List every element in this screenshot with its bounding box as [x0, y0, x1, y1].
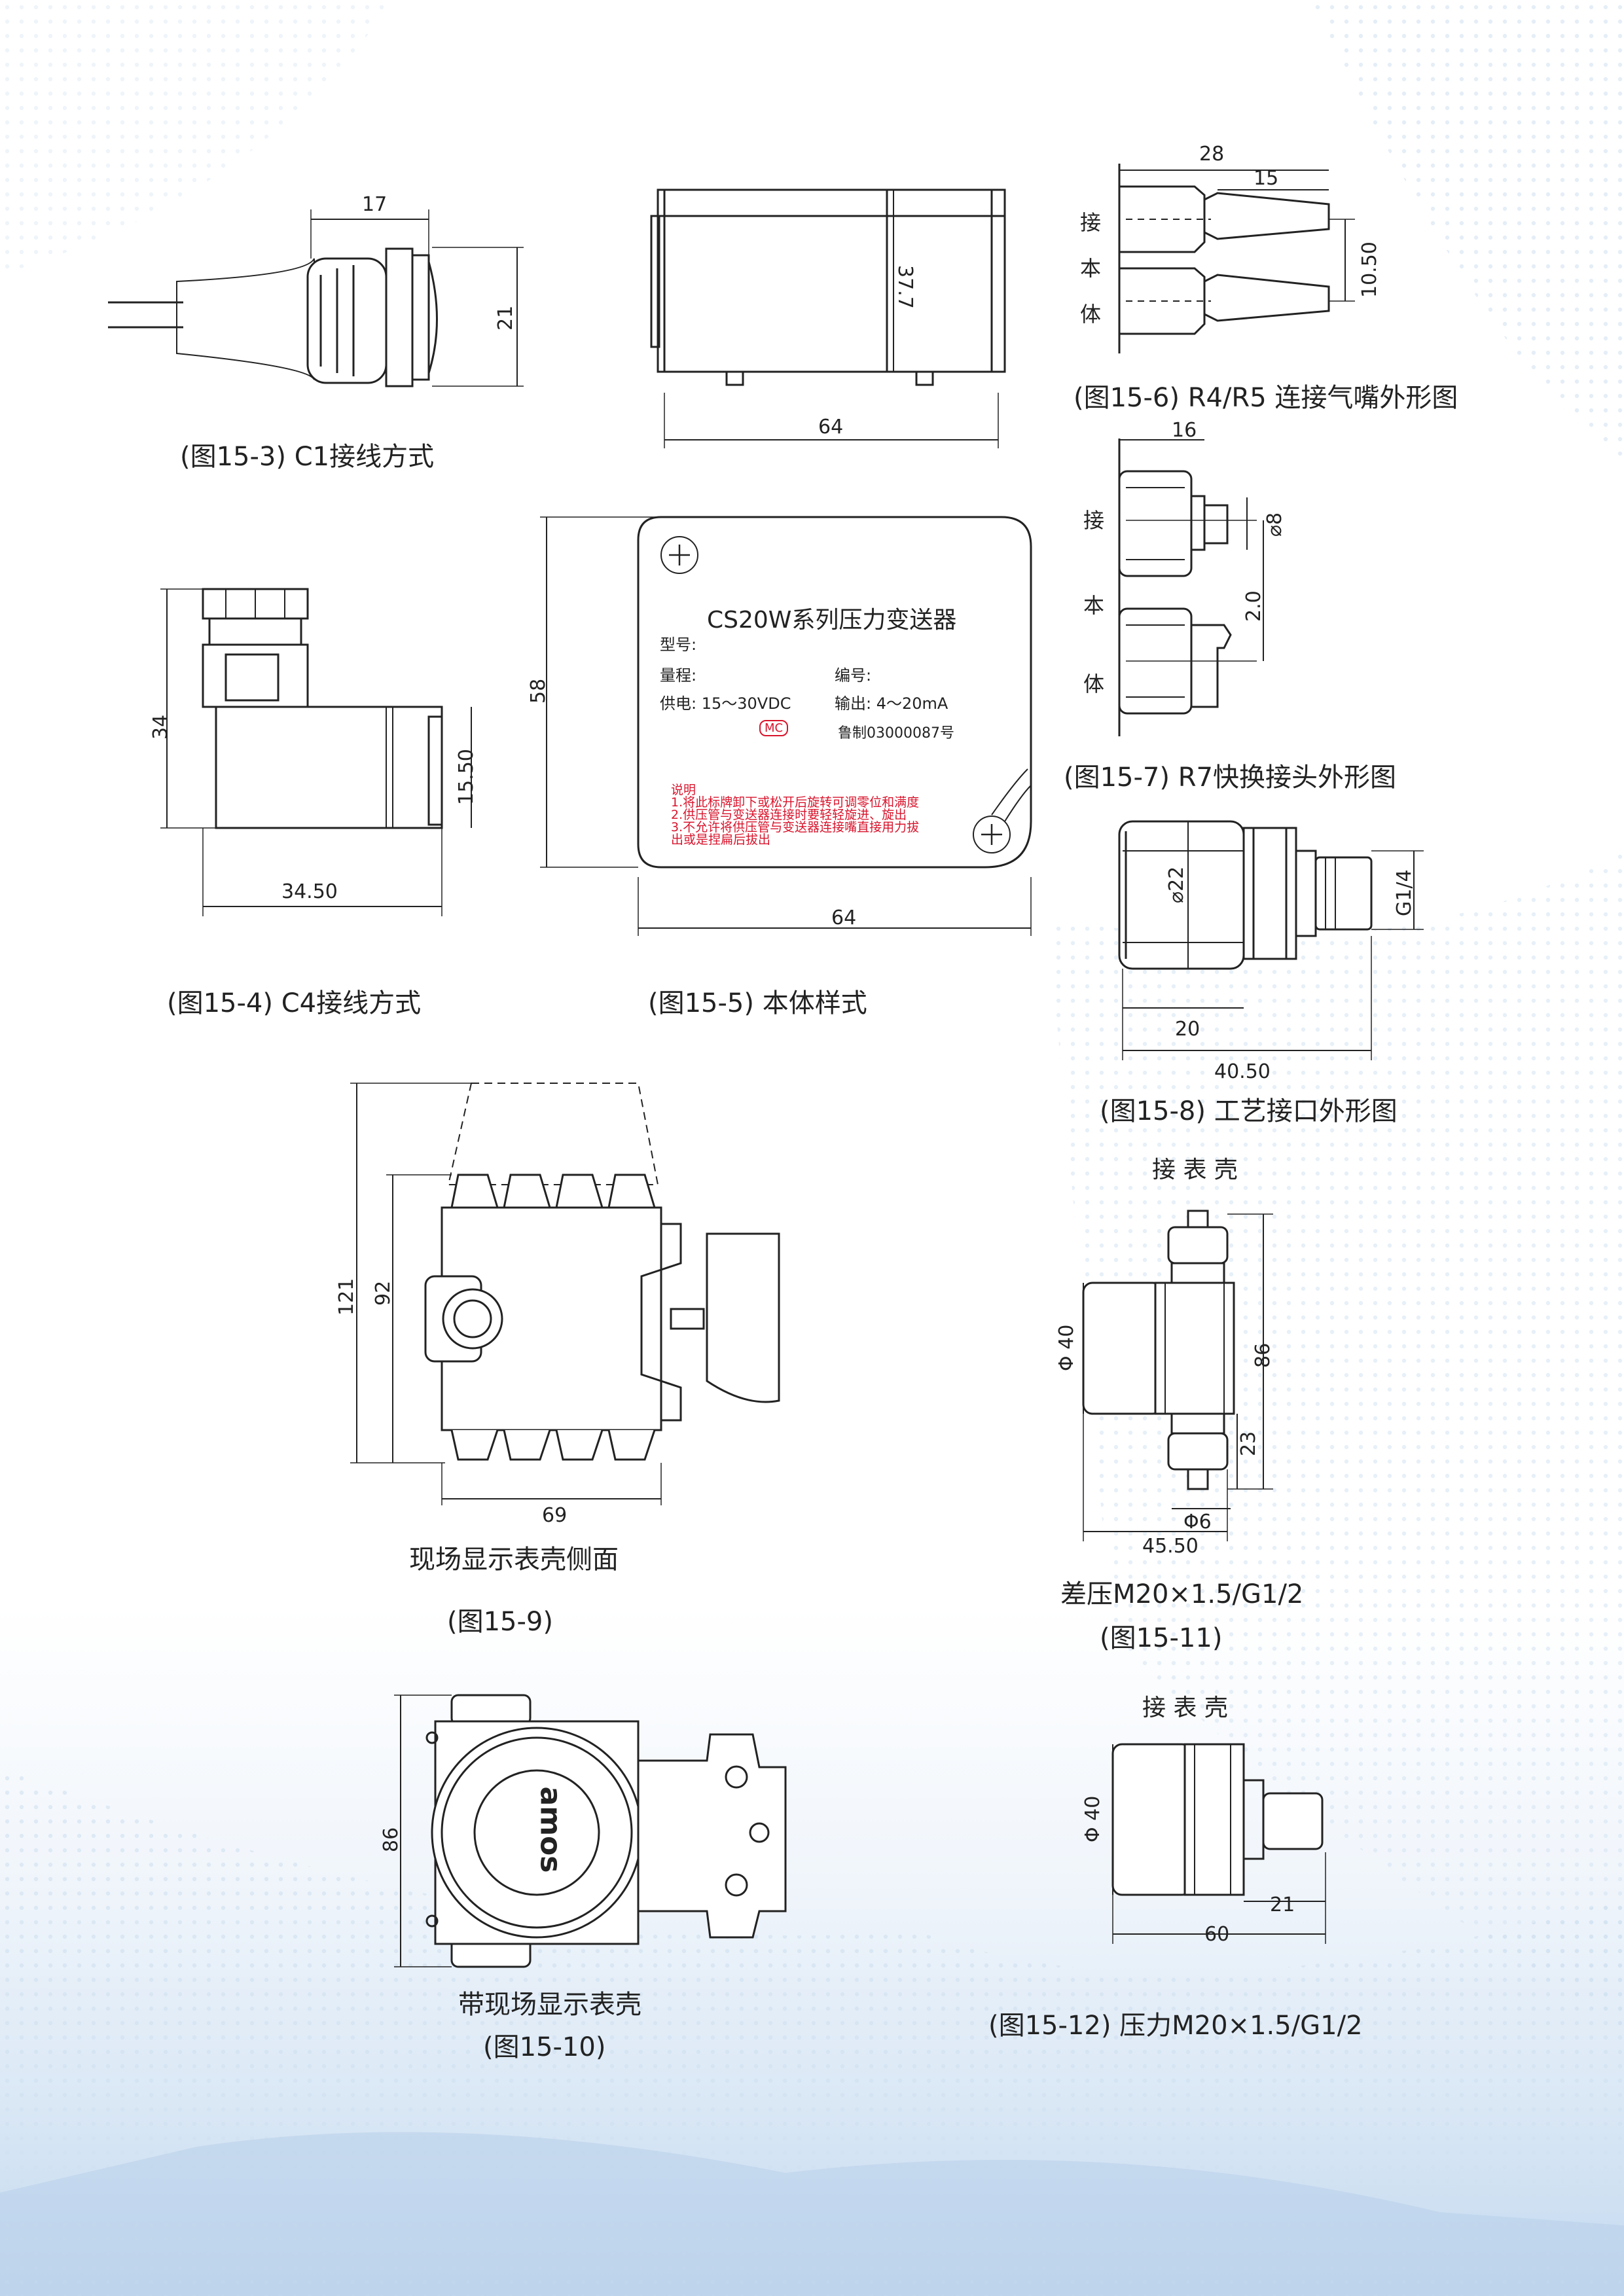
fig15-6-dim-pitch: 10.50 — [1358, 242, 1381, 298]
fig15-5-caption: (图15-5) 本体样式 — [648, 988, 867, 1018]
fig15-10-logo: amos — [533, 1786, 568, 1873]
fig15-3-drawing — [108, 209, 524, 387]
fig15-11-dim-dia: Φ 40 — [1055, 1324, 1078, 1371]
fig15-6-dim-nozzle: 15 — [1254, 167, 1279, 190]
fig15-12-dim-w1: 21 — [1270, 1893, 1295, 1916]
fig15-9-dim-w: 69 — [542, 1504, 568, 1527]
fig15-6-side-label-3: 体 — [1080, 302, 1102, 327]
fig15-11-dim-h: 86 — [1252, 1342, 1274, 1368]
fig15-6-dim-total: 28 — [1199, 143, 1225, 166]
fig15-8-dim-thread: G1/4 — [1393, 869, 1416, 916]
fig15-7-drawing — [1118, 439, 1264, 736]
fig15-4-dim-width: 34.50 — [281, 880, 338, 903]
fig15-6-side-label-1: 接 — [1080, 210, 1102, 235]
fig15-7-side-label-1: 接 — [1083, 508, 1105, 533]
fig15-9-caption1: 现场显示表壳侧面 — [409, 1545, 619, 1575]
fig15-11-drawing — [1082, 1210, 1273, 1541]
fig15-5-plate-output: 输出: 4～20mA — [835, 694, 948, 713]
fig15-11-header: 接 表 壳 — [1152, 1157, 1238, 1183]
fig15-6-side-label-2: 本 — [1080, 256, 1102, 281]
fig15-5-top-view-drawing — [650, 188, 1006, 448]
fig15-11-caption2: (图15-11) — [1100, 1623, 1223, 1653]
fig15-5-plate-note-4: 出或是捏扁后拔出 — [671, 833, 771, 847]
fig15-11-dim-h2: 23 — [1237, 1431, 1260, 1456]
fig15-5-top-dim-width: 64 — [818, 416, 844, 439]
fig15-8-caption: (图15-8) 工艺接口外形图 — [1100, 1096, 1398, 1126]
fig15-5-plate-mc-mark: MC — [759, 720, 789, 736]
fig15-5-plate-note-2: 2.供压管与变送器连接时要轻轻旋进、旋出 — [671, 808, 907, 822]
fig15-6-drawing — [1118, 164, 1355, 353]
fig15-5-plate-power: 供电: 15～30VDC — [660, 694, 791, 713]
fig15-10-caption1: 带现场显示表壳 — [458, 1990, 641, 2020]
fig15-9-dim-h2: 92 — [372, 1280, 395, 1306]
fig15-7-dim-width: 16 — [1172, 419, 1197, 442]
fig15-11-dim-w: 45.50 — [1142, 1535, 1199, 1558]
fig15-4-dim-right: 15.50 — [455, 749, 478, 805]
fig15-8-dim-length1: 20 — [1175, 1018, 1200, 1041]
fig15-3-caption: (图15-3) C1接线方式 — [180, 442, 435, 472]
fig15-4-dim-height: 34 — [149, 714, 172, 740]
fig15-3-dim-height: 21 — [494, 305, 517, 331]
fig15-10-dim-h: 86 — [380, 1827, 403, 1852]
fig15-10-caption2: (图15-10) — [483, 2032, 606, 2062]
fig15-12-caption: (图15-12) 压力M20×1.5/G1/2 — [988, 2011, 1363, 2041]
fig15-4-drawing — [160, 588, 472, 916]
fig15-5-plate-serial: 编号: — [835, 666, 872, 685]
fig15-12-drawing — [1111, 1743, 1326, 1944]
fig15-5-plate-license: 鲁制03000087号 — [838, 725, 954, 742]
fig15-6-caption: (图15-6) R4/R5 连接气嘴外形图 — [1074, 383, 1458, 413]
fig15-5-plate-range: 量程: — [660, 666, 697, 685]
fig15-7-dim-gap: 2.0 — [1242, 590, 1265, 622]
fig15-5-plate-note-3: 3.不允许将供压管与变送器连接嘴直接用力拔 — [671, 820, 920, 834]
fig15-7-dim-dia: ⌀8 — [1263, 512, 1286, 537]
fig15-10-drawing — [394, 1694, 787, 1968]
fig15-5-plate-note-1: 1.将此标牌卸下或松开后旋转可调零位和满度 — [671, 795, 920, 810]
fig15-11-dim-small: Φ6 — [1183, 1511, 1212, 1534]
fig15-5-top-dim-height: 37.7 — [893, 265, 916, 309]
fig15-5-plate-model: 型号: — [660, 636, 697, 654]
fig15-9-drawing — [350, 1083, 780, 1505]
fig15-5-dim-width: 64 — [831, 906, 857, 929]
fig15-9-dim-h1: 121 — [335, 1278, 358, 1316]
fig15-5-dim-height: 58 — [527, 678, 550, 704]
fig15-9-caption2: (图15-9) — [447, 1607, 553, 1637]
fig15-4-caption: (图15-4) C4接线方式 — [167, 988, 422, 1018]
fig15-11-caption1: 差压M20×1.5/G1/2 — [1060, 1579, 1304, 1609]
fig15-7-side-label-3: 体 — [1083, 672, 1105, 696]
fig15-7-side-label-2: 本 — [1083, 593, 1105, 618]
fig15-12-dim-w2: 60 — [1204, 1923, 1230, 1946]
fig15-5-plate-title: CS20W系列压力变送器 — [707, 607, 957, 634]
fig15-7-caption: (图15-7) R7快换接头外形图 — [1064, 762, 1396, 793]
fig15-12-header: 接 表 壳 — [1142, 1695, 1228, 1721]
fig15-8-drawing — [1118, 820, 1424, 1060]
fig15-5-plate-note-0: 说明 — [671, 783, 696, 797]
fig15-5-plate-drawing — [540, 516, 1032, 936]
fig15-8-dim-dia: ⌀22 — [1165, 866, 1188, 903]
fig15-12-dim-dia: Φ 40 — [1081, 1795, 1104, 1842]
fig15-3-dim-width: 17 — [362, 193, 388, 216]
fig15-8-dim-length2: 40.50 — [1214, 1060, 1271, 1083]
